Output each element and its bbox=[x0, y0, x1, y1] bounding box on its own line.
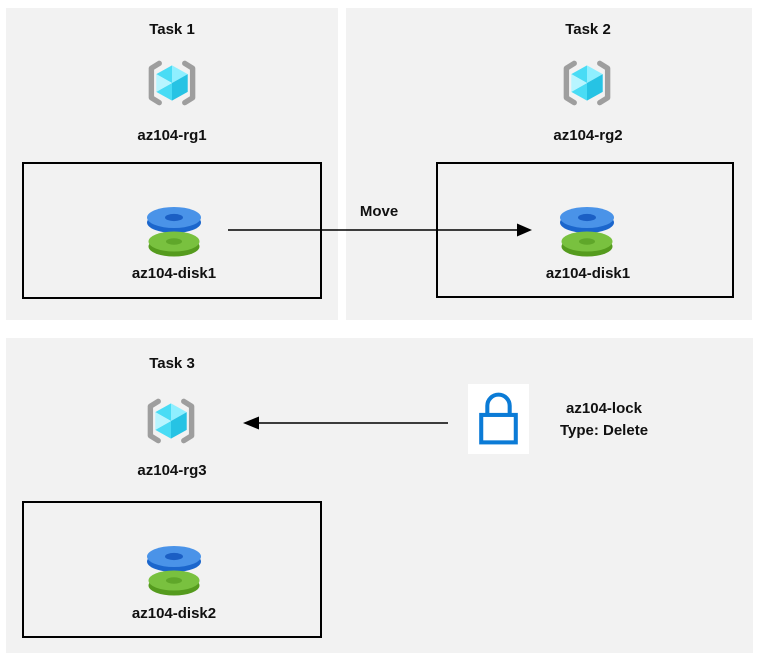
task2-title: Task 2 bbox=[565, 21, 611, 38]
resource-group-label: az104-rg2 bbox=[553, 127, 623, 144]
panel-task1: Task 1 az104-rg1 az104-disk1 bbox=[6, 8, 338, 320]
resource-group-icon bbox=[144, 394, 199, 453]
panel-task2: Task 2 az104-rg2 az104-disk1 bbox=[346, 8, 752, 320]
resource-group-icon bbox=[560, 56, 615, 115]
lock-icon bbox=[468, 441, 529, 458]
task1-title: Task 1 bbox=[149, 21, 195, 38]
move-arrow-label: Move bbox=[359, 203, 399, 220]
disk-label: az104-disk1 bbox=[545, 265, 631, 282]
resource-group-icon bbox=[145, 56, 200, 115]
resource-group-label: az104-rg3 bbox=[137, 462, 207, 479]
lock-name: az104-lock bbox=[566, 400, 642, 417]
panel-task3: Task 3 az104-rg3 az104-disk2 az104-lock … bbox=[6, 338, 753, 653]
disk-icon bbox=[145, 542, 203, 602]
lock-tile bbox=[468, 384, 529, 454]
move-arrow bbox=[228, 223, 532, 237]
task3-title: Task 3 bbox=[149, 355, 195, 372]
disk-label: az104-disk1 bbox=[131, 265, 217, 282]
lock-type: Type: Delete bbox=[559, 422, 649, 439]
disk-icon bbox=[558, 203, 616, 263]
disk-container-box: az104-disk2 bbox=[22, 501, 322, 638]
lock-arrow bbox=[243, 416, 448, 430]
resource-group-label: az104-rg1 bbox=[137, 127, 207, 144]
disk-label: az104-disk2 bbox=[131, 605, 217, 622]
disk-icon bbox=[145, 203, 203, 263]
lock-caption: az104-lock Type: Delete bbox=[539, 398, 669, 442]
